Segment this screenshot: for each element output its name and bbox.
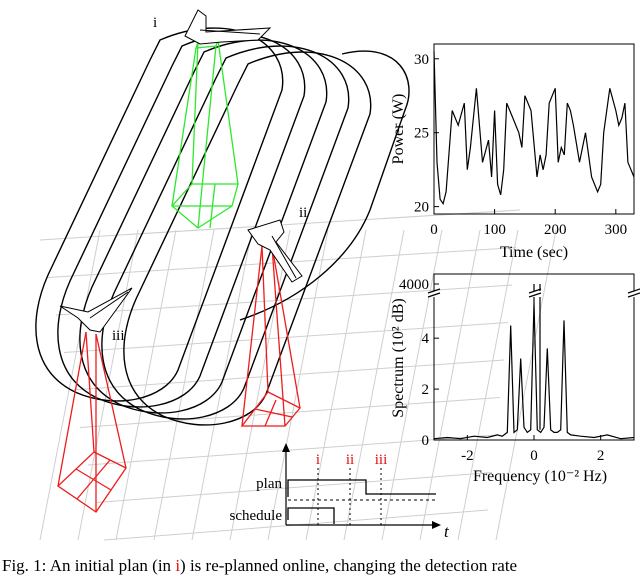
flight-loop — [35, 27, 284, 402]
spectrum-ytick-label: 0 — [422, 433, 430, 449]
grid-line-h — [87, 434, 497, 466]
grid-line-v — [457, 229, 519, 541]
schedule-step-signal — [287, 507, 335, 524]
caption-suffix: ) is re-planned online, changing the det… — [180, 556, 518, 575]
power-ylabel: Power (W) — [390, 94, 407, 165]
timeline-marker-ii: ii — [346, 452, 354, 468]
replanned-coverage-frustum-iii — [56, 331, 127, 513]
grid-line-v — [267, 229, 329, 541]
grid-line-v — [115, 229, 177, 541]
grid-line-v — [153, 229, 215, 541]
power-xtick-label: 300 — [605, 222, 628, 238]
spectrum-ytick-label: 4 — [422, 331, 430, 347]
flight-loop — [101, 45, 350, 420]
power-xtick-label: 0 — [430, 222, 438, 238]
power-ytick-label: 30 — [414, 52, 429, 68]
initial-coverage-frustum — [171, 39, 239, 229]
grid-line-v — [343, 229, 405, 541]
spectrum-ytick-label: 4000 — [399, 277, 429, 293]
flight-path-loops — [35, 27, 410, 426]
flight-loop-tail — [239, 50, 410, 321]
timeline-marker-lines — [317, 468, 382, 525]
spectrum-ticks: -2 0 2 0 2 4 4000 — [399, 277, 604, 464]
power-chart-frame — [433, 43, 635, 215]
grid-line-v — [191, 229, 253, 541]
spectrum-ylabel: Spectrum (10² dB) — [390, 298, 407, 417]
timeline-axis-label: t — [444, 522, 450, 541]
timeline-inset: t plan schedule i ii iii — [230, 443, 450, 541]
timeline-y-arrow — [282, 443, 290, 452]
power-xlabel: Time (sec) — [500, 244, 568, 261]
uav-i — [184, 9, 272, 45]
timeline-row-plan: plan — [256, 476, 282, 492]
caption-ref: i — [175, 556, 181, 575]
grid-line-v — [39, 229, 101, 541]
spectrum-xtick-label: -2 — [461, 448, 474, 464]
grid-line-v — [381, 229, 443, 541]
spectrum-xlabel: Frequency (10⁻² Hz) — [473, 468, 607, 485]
power-xtick-label: 100 — [483, 222, 506, 238]
grid-line-v — [495, 229, 557, 541]
grid-line-h — [79, 397, 501, 428]
power-xtick-label: 200 — [544, 222, 567, 238]
timeline-marker-i: i — [316, 452, 320, 468]
grid-line-v — [305, 229, 367, 541]
grid-line-v — [419, 229, 481, 541]
spectrum-xtick-label: 0 — [530, 448, 538, 464]
power-series-line — [433, 51, 635, 206]
power-ticks: 0 100 200 300 20 25 30 — [414, 52, 627, 238]
timeline-t-arrow — [432, 521, 441, 529]
spectrum-series-line — [433, 284, 635, 440]
caption-prefix: Fig. 1: An initial plan (in — [2, 556, 176, 575]
power-chart: 0 100 200 300 20 25 30 Power (W) Time (sec) — [390, 43, 635, 261]
uav-label-i: i — [153, 15, 157, 31]
ground-grid — [39, 209, 557, 541]
power-ytick-label: 25 — [414, 126, 429, 142]
uav-iii — [59, 287, 133, 333]
grid-line-h — [71, 359, 505, 391]
timeline-marker-iii: iii — [375, 452, 388, 468]
axis-break-marks — [427, 288, 640, 298]
uav-ii — [247, 219, 303, 283]
uav-label-iii: iii — [112, 328, 125, 344]
plan-step-signal — [287, 479, 436, 501]
spectrum-ytick-label: 2 — [422, 382, 430, 398]
grid-line-v — [229, 229, 291, 541]
flight-loop — [79, 39, 328, 414]
timeline-row-schedule: schedule — [230, 508, 283, 524]
figure-caption: Fig. 1: An initial plan (in i) is re-pla… — [2, 556, 638, 576]
replanned-coverage-frustum-ii — [240, 245, 302, 427]
spectrum-chart: -2 0 2 0 2 4 4000 Spectrum (10² dB) Frequency … — [390, 273, 640, 485]
spectrum-xtick-label: 2 — [597, 448, 605, 464]
uav-label-ii: ii — [299, 205, 307, 221]
flight-loop — [123, 51, 372, 426]
flight-loop — [57, 33, 306, 408]
power-ytick-label: 20 — [414, 200, 429, 216]
